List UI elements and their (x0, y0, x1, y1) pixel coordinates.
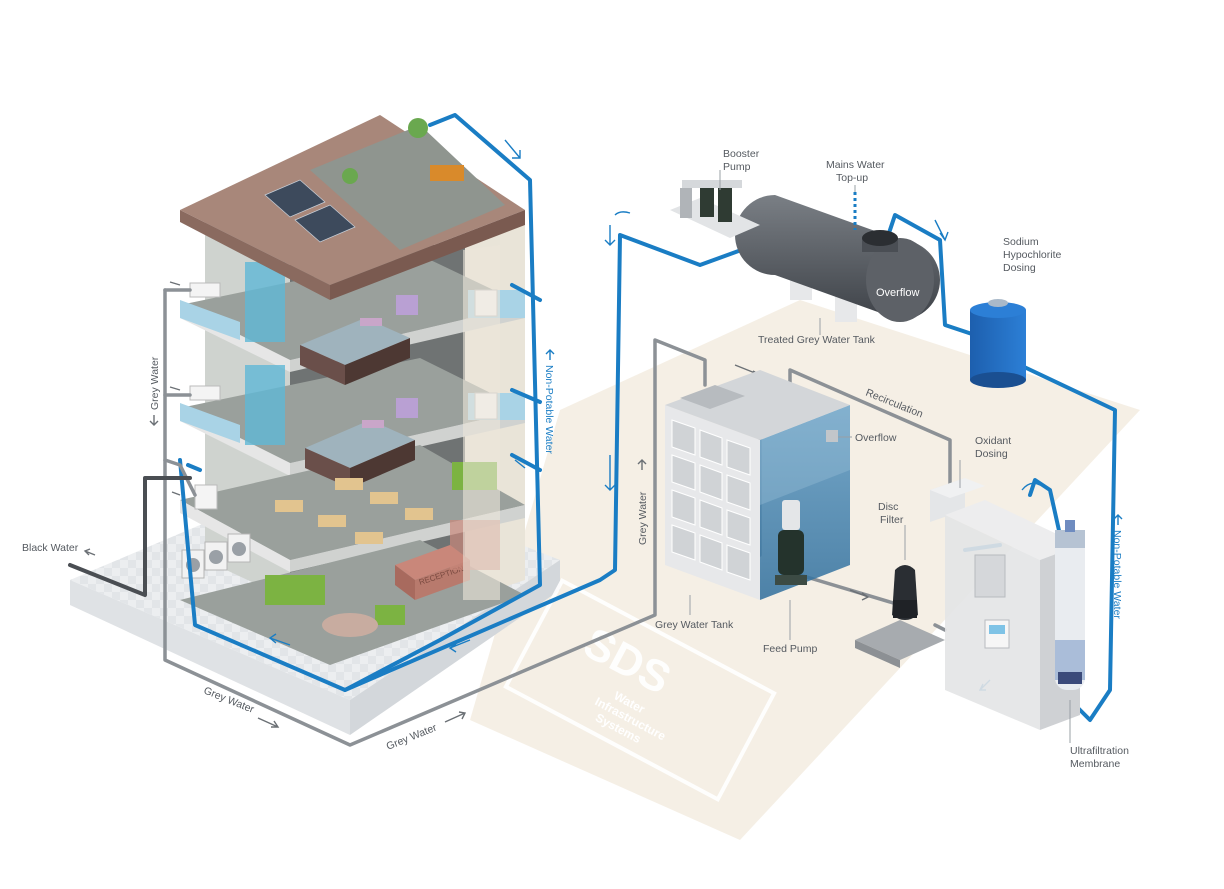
label-treated-tank: Treated Grey Water Tank (758, 334, 876, 346)
pipe-black-water (68, 476, 192, 597)
pipe-branch-mid (510, 388, 542, 404)
label-sodium-2: Hypochlorite (1003, 249, 1062, 261)
building: RECEPTION (180, 115, 525, 665)
arrow-black-water (83, 548, 96, 556)
flow-arrows (169, 139, 1041, 691)
label-mains-water-2: Top-up (836, 172, 868, 184)
roof (180, 115, 525, 300)
shower-cubicle-top (245, 262, 285, 342)
label-grey-water-tank: Grey Water Tank (655, 619, 734, 631)
label-sodium-3: Dosing (1003, 262, 1036, 274)
pipe-black (68, 476, 192, 597)
feed-pump (775, 500, 807, 585)
label-booster-pump-2: Pump (723, 161, 751, 173)
label-uf-1: Ultrafiltration (1070, 745, 1129, 757)
green-sofa-ground (265, 575, 325, 605)
roof-tree-1 (408, 118, 428, 138)
pipe-building-riser (178, 113, 542, 692)
arrow-grey-water-mid (637, 459, 647, 470)
grey-water-tank (665, 370, 850, 600)
roof-tree-2 (342, 168, 358, 184)
pipe-filter-to-uf (933, 623, 947, 632)
pipe-branch-first (510, 453, 542, 472)
booster-pump (670, 180, 760, 238)
label-non-potable-left: Non-Potable Water (543, 365, 555, 454)
round-table (322, 613, 378, 637)
arrow-grey-water-bottom-1 (257, 717, 280, 728)
pipe-branch-top (510, 283, 542, 302)
label-black-water: Black Water (22, 542, 79, 554)
label-grey-water-left: Grey Water (149, 356, 161, 410)
pipes-non-potable (178, 113, 1117, 722)
treated-tank-overflow-label: Overflow (876, 287, 919, 299)
armchair-top (396, 295, 418, 315)
label-oxidant-1: Oxidant (975, 435, 1011, 447)
pipe-dosing-to-uf (1018, 363, 1117, 722)
disc-filter (855, 565, 945, 668)
treated-grey-water-tank: Overflow (735, 195, 940, 322)
dining-area (275, 478, 433, 544)
shower-cubicle-mid (245, 365, 285, 445)
label-uf-2: Membrane (1070, 758, 1120, 770)
pipe-grey-first (163, 458, 197, 497)
solar-panels (264, 179, 356, 243)
pipe-uf-top (1028, 478, 1062, 537)
pipe-to-booster (343, 233, 757, 692)
leader-lines (689, 170, 1071, 743)
pipe-toilet-ground (186, 463, 202, 472)
label-non-potable-right: Non-Potable Water (1111, 530, 1123, 619)
label-overflow-grey: Overflow (855, 432, 897, 444)
sink-top (189, 282, 221, 298)
tank-panels (671, 419, 751, 581)
ultrafiltration-skid (945, 500, 1085, 730)
arrow-non-potable-left (545, 349, 555, 360)
label-grey-water-mid: Grey Water (637, 491, 649, 545)
sink-mid (189, 385, 221, 401)
label-mains-water-1: Mains Water (826, 159, 885, 171)
label-sodium-1: Sodium (1003, 236, 1039, 248)
roof-bench (430, 165, 464, 181)
sodium-hypochlorite-tank (970, 299, 1026, 388)
labels: Booster Pump Mains Water Top-up Sodium H… (22, 148, 1129, 770)
arrow-non-potable-right (1113, 514, 1123, 525)
arrow-grey-water-left (149, 415, 159, 426)
label-disc-filter-1: Disc (878, 501, 898, 513)
overflow-port (826, 430, 838, 442)
label-disc-filter-2: Filter (880, 514, 904, 526)
label-oxidant-2: Dosing (975, 448, 1008, 460)
armchair-mid (396, 398, 418, 418)
pipe-grey-collection (163, 288, 707, 747)
label-feed-pump: Feed Pump (763, 643, 817, 655)
toilet-ground (194, 484, 218, 510)
label-booster-pump-1: Booster (723, 148, 760, 160)
bed-top (300, 318, 410, 385)
arrow-grey-water-bottom-2 (444, 711, 467, 723)
pipe-tank-to-dosing (883, 213, 977, 337)
green-chair-ground (375, 605, 405, 625)
